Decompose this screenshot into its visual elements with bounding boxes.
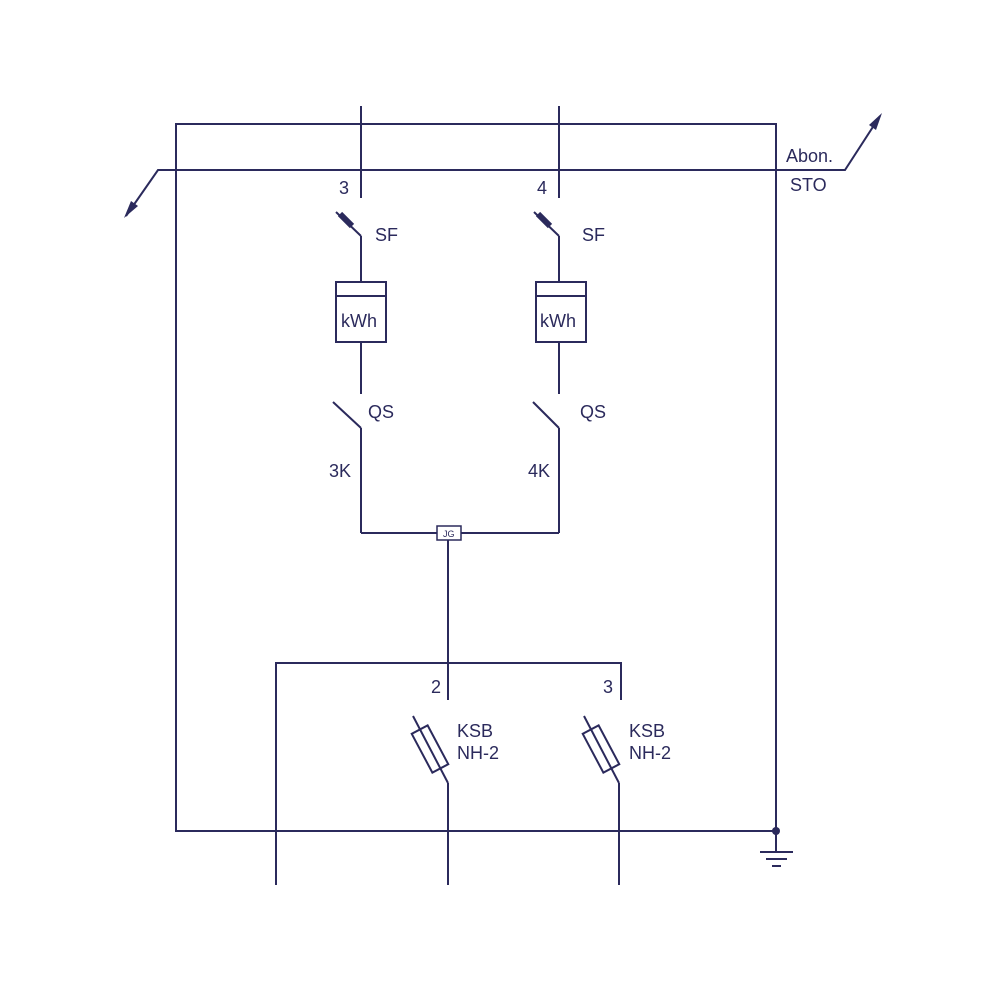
- output-number: 3: [603, 677, 613, 697]
- meter-label: kWh: [341, 311, 377, 331]
- meter-label: kWh: [540, 311, 576, 331]
- ground-icon: [760, 827, 793, 867]
- switch-label: QS: [580, 402, 606, 422]
- energy-meter-icon: [335, 281, 387, 394]
- output-left: 2 KSB NH-2: [410, 663, 499, 885]
- fuse-icon: [581, 715, 621, 885]
- fuse-label-line1: KSB: [629, 721, 665, 741]
- fuse-label-line2: NH-2: [629, 743, 671, 763]
- cable-label: 4K: [528, 461, 550, 481]
- boundary-arrow-left-icon: [124, 201, 138, 218]
- feeder-right: 4 SF kWh QS 4K: [528, 106, 606, 533]
- energy-meter-icon: [535, 281, 587, 394]
- disconnect-switch-icon: [532, 401, 560, 533]
- boundary-top-label: Abon.: [786, 146, 833, 166]
- cable-label: 3K: [329, 461, 351, 481]
- fuse-label-line1: KSB: [457, 721, 493, 741]
- breaker-label: SF: [582, 225, 605, 245]
- feeder-number: 4: [537, 178, 547, 198]
- output-right: 3 KSB NH-2: [581, 677, 671, 885]
- circuit-breaker-icon: [335, 211, 362, 282]
- output-number: 2: [431, 677, 441, 697]
- disconnect-switch-icon: [332, 401, 362, 533]
- junction-label: JG: [443, 529, 455, 539]
- feeder-left: 3 SF kWh QS 3K: [329, 106, 398, 533]
- boundary-bottom-label: STO: [790, 175, 827, 195]
- breaker-label: SF: [375, 225, 398, 245]
- switch-label: QS: [368, 402, 394, 422]
- boundary-line: [124, 113, 882, 218]
- feeder-number: 3: [339, 178, 349, 198]
- fuse-label-line2: NH-2: [457, 743, 499, 763]
- boundary-arrow-right-icon: [869, 113, 882, 130]
- junction-connector: JG: [361, 525, 559, 663]
- fuse-icon: [410, 715, 450, 885]
- circuit-breaker-icon: [533, 211, 560, 282]
